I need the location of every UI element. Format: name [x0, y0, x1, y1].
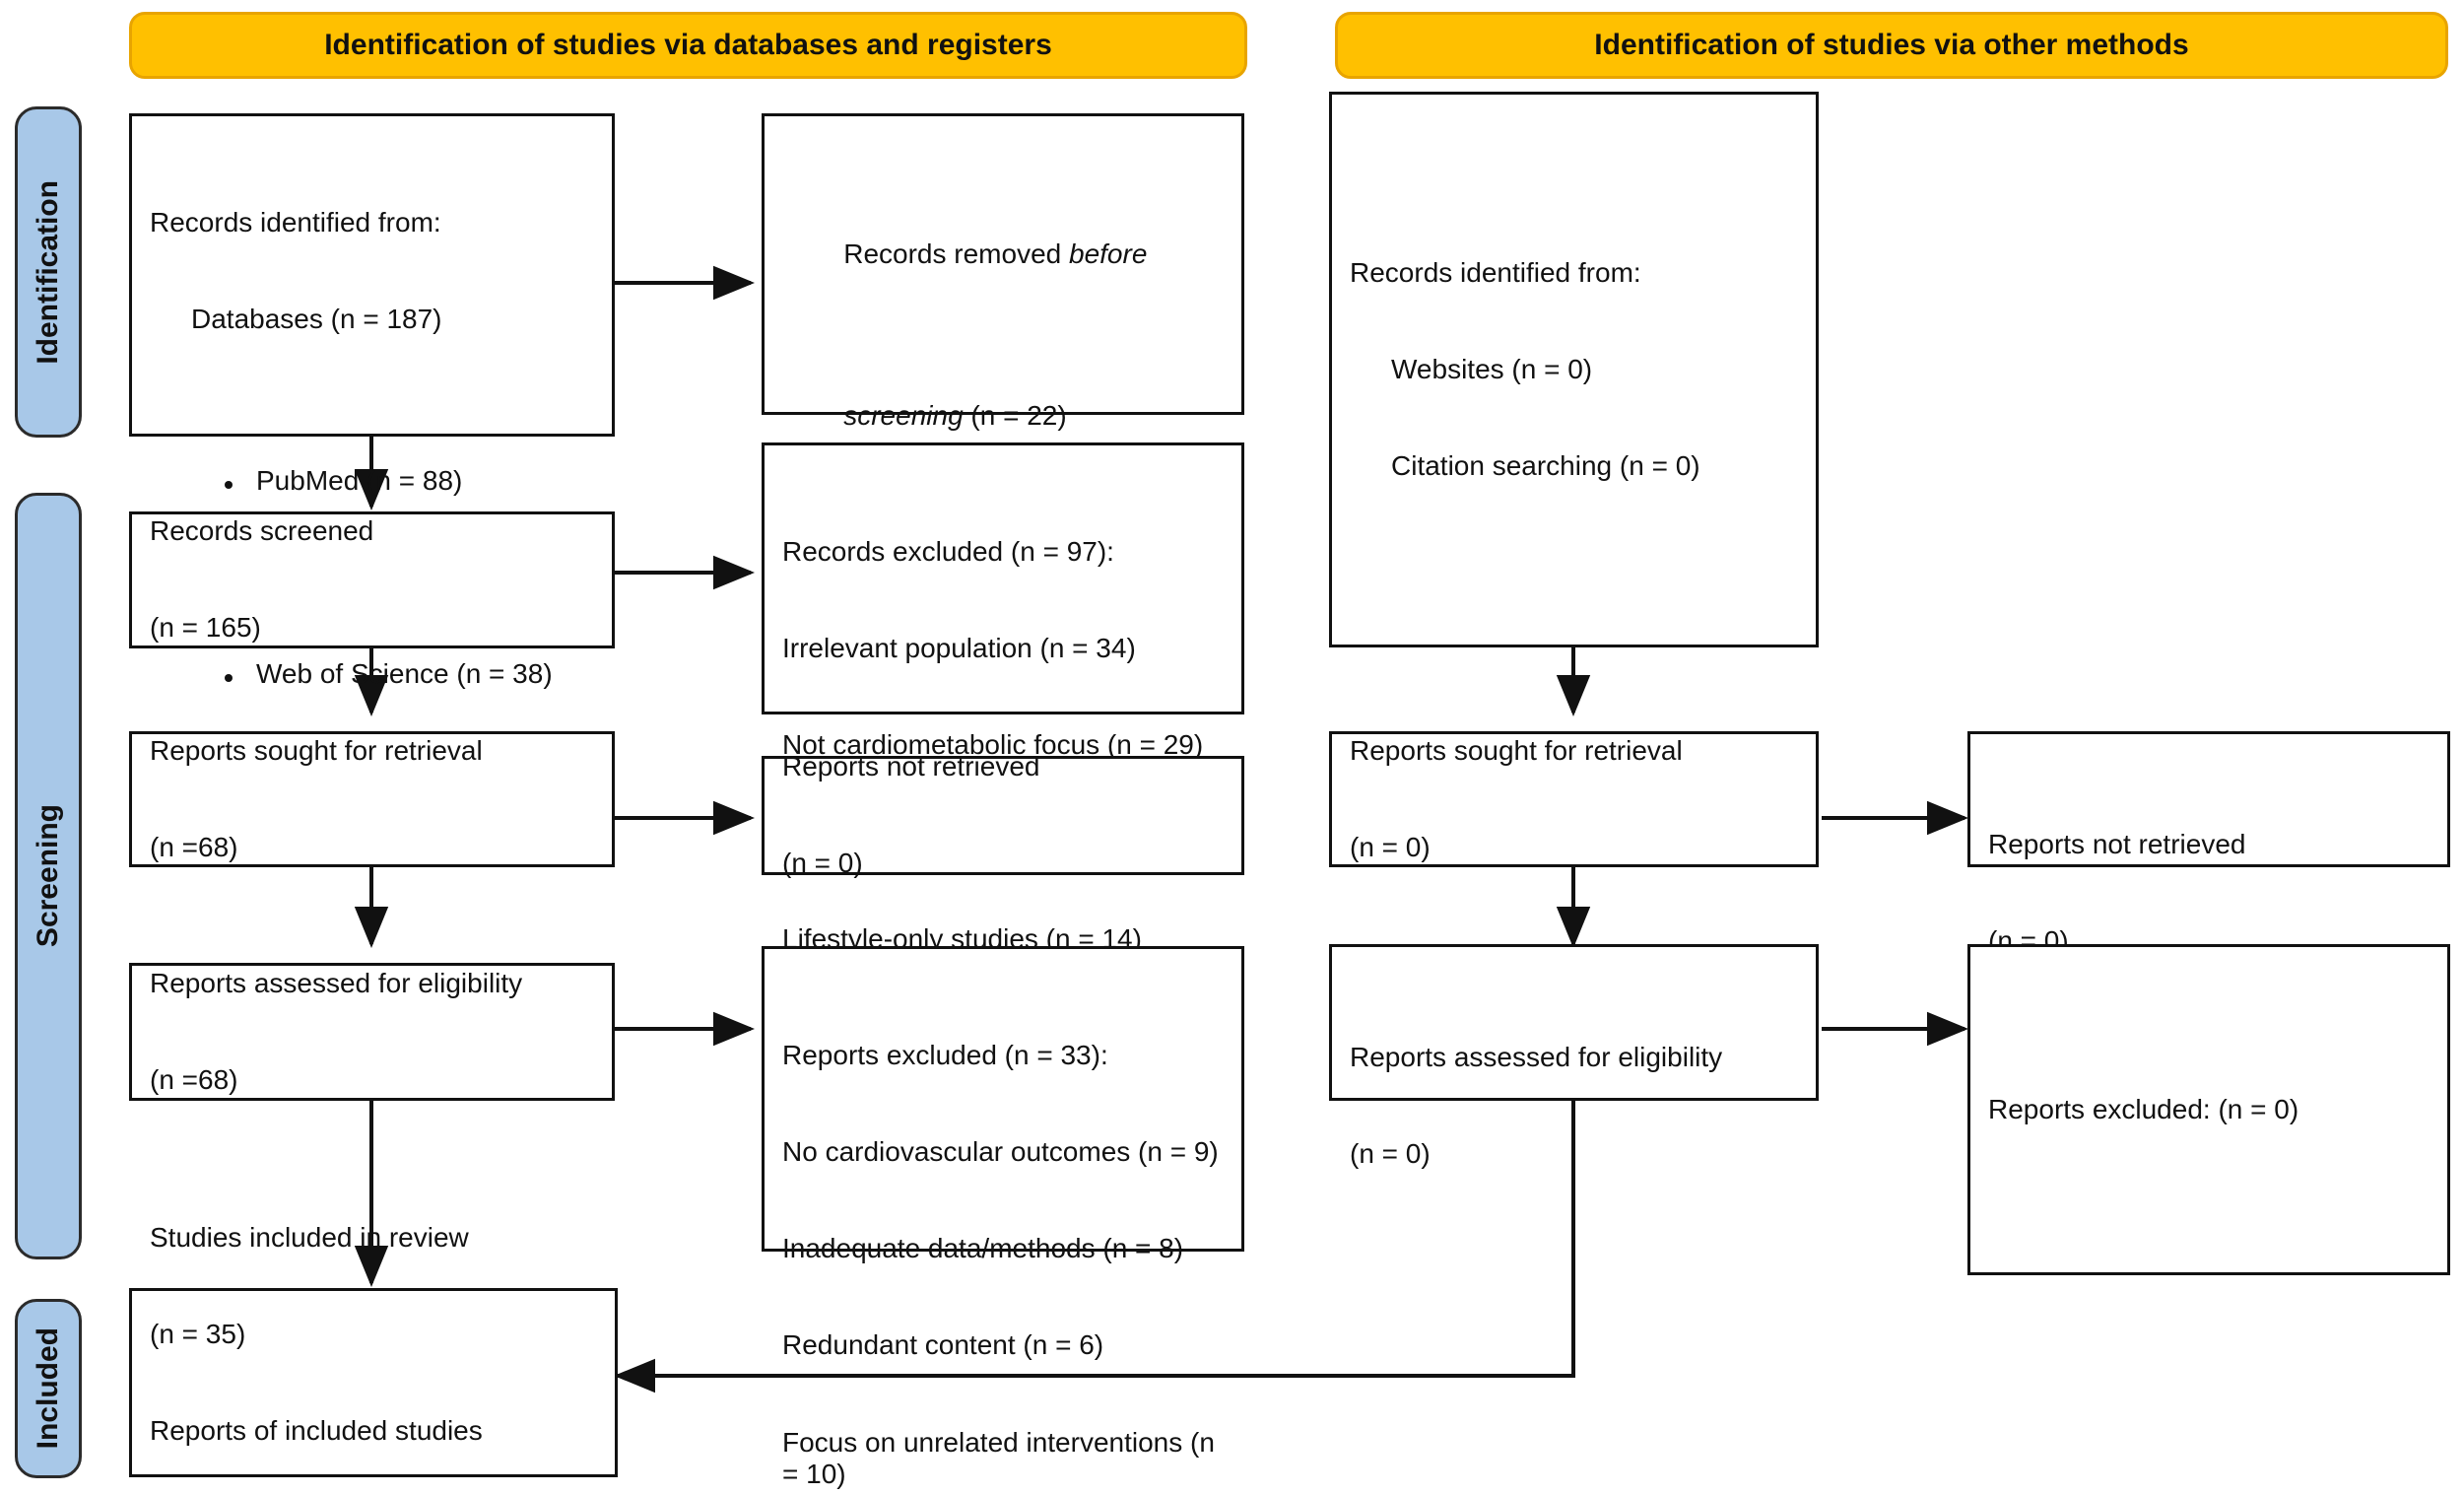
- reports-assessed-left-label: Reports assessed for eligibility: [150, 967, 523, 998]
- reports-excluded-left-heading: Reports excluded (n = 33):: [782, 1039, 1108, 1070]
- reports-assessed-right-label: Reports assessed for eligibility: [1350, 1041, 1723, 1072]
- records-removed-line2: screening (n = 22): [782, 368, 1232, 464]
- box-records-excluded-text: Records excluded (n = 97): Irrelevant po…: [782, 471, 1232, 1020]
- box-records-identified-other: Records identified from: Websites (n = 0…: [1329, 92, 1819, 647]
- list-item: No cardiovascular outcomes (n = 9): [782, 1135, 1219, 1167]
- box-studies-included: Studies included in review (n = 35) Repo…: [129, 1221, 618, 1477]
- box-reports-excluded-right-text: Reports excluded: (n = 0): [1988, 1029, 2437, 1190]
- reports-not-retrieved-left-count: (n = 0): [782, 848, 863, 879]
- reports-sought-right-count: (n = 0): [1350, 831, 1431, 862]
- list-item: Inadequate data/methods (n = 8): [782, 1233, 1184, 1263]
- box-reports-not-retrieved-left: Reports not retrieved (n = 0): [762, 751, 1244, 878]
- box-reports-assessed-left-text: Reports assessed for eligibility (n =68): [150, 903, 602, 1161]
- records-removed-prefix: Records removed: [843, 238, 1069, 270]
- reports-not-retrieved-left-label: Reports not retrieved: [782, 751, 1040, 781]
- phase-label-screening: Screening: [32, 804, 64, 948]
- list-item: Not cardiometabolic focus (n = 29): [782, 729, 1204, 760]
- list-item: Redundant content (n = 6): [782, 1329, 1104, 1361]
- reports-included-label: Reports of included studies: [150, 1414, 483, 1446]
- records-excluded-heading: Records excluded (n = 97):: [782, 535, 1114, 567]
- box-records-removed: Records removed before screening (n = 22…: [762, 113, 1244, 785]
- box-reports-assessed-right: Reports assessed for eligibility (n = 0): [1329, 944, 1819, 1169]
- box-reports-not-retrieved-left-text: Reports not retrieved (n = 0): [782, 687, 1232, 945]
- banner-databases-registers: Identification of studies via databases …: [129, 12, 1247, 79]
- box-reports-assessed-left: Reports assessed for eligibility (n =68): [129, 963, 615, 1101]
- records-screened-count: (n = 165): [150, 612, 261, 644]
- box-studies-included-text: Studies included in review (n = 35) Repo…: [150, 1157, 605, 1495]
- banner-databases-label: Identification of studies via databases …: [324, 29, 1052, 61]
- records-identified-heading: Records identified from:: [150, 206, 441, 238]
- box-reports-not-retrieved-right: Reports not retrieved (n = 0): [1967, 731, 2450, 956]
- box-records-identified-other-text: Records identified from: Websites (n = 0…: [1350, 192, 1806, 547]
- records-removed-italic-before: before: [1069, 238, 1148, 270]
- list-item: Citation searching (n = 0): [1391, 449, 1700, 481]
- box-reports-excluded-right: Reports excluded: (n = 0): [1967, 944, 2450, 1275]
- box-records-excluded: Records excluded (n = 97): Irrelevant po…: [762, 442, 1244, 954]
- phase-label-identification: Identification: [32, 179, 64, 365]
- studies-included-count: (n = 35): [150, 1318, 246, 1349]
- reports-sought-right-label: Reports sought for retrieval: [1350, 734, 1683, 766]
- box-records-identified: Records identified from: Databases (n = …: [129, 113, 615, 850]
- box-reports-sought-left-text: Reports sought for retrieval (n =68): [150, 670, 602, 928]
- phase-label-included: Included: [32, 1327, 64, 1450]
- studies-included-label: Studies included in review: [150, 1221, 469, 1253]
- box-reports-sought-right-text: Reports sought for retrieval (n = 0): [1350, 670, 1806, 928]
- box-reports-excluded-left-text: Reports excluded (n = 33): No cardiovasc…: [782, 975, 1232, 1495]
- box-records-screened: Records screened (n = 165): [129, 511, 615, 648]
- box-reports-excluded-left: Reports excluded (n = 33): No cardiovasc…: [762, 946, 1244, 1489]
- reports-assessed-left-count: (n =68): [150, 1063, 238, 1095]
- list-item: PubMed (n = 88): [150, 465, 602, 498]
- records-removed-italic-screening: screening: [843, 400, 964, 431]
- reports-excluded-right-label: Reports excluded: (n = 0): [1988, 1093, 2299, 1124]
- reports-not-retrieved-right-label: Reports not retrieved: [1988, 828, 2246, 859]
- records-removed-line1: Records removed before: [782, 207, 1232, 304]
- phase-bar-identification: Identification: [15, 106, 82, 438]
- box-reports-sought-right: Reports sought for retrieval (n = 0): [1329, 731, 1819, 867]
- records-identified-databases: Databases (n = 187): [191, 303, 442, 334]
- box-reports-assessed-right-text: Reports assessed for eligibility (n = 0): [1350, 977, 1806, 1235]
- records-screened-label: Records screened: [150, 515, 374, 546]
- box-reports-sought-left: Reports sought for retrieval (n =68): [129, 731, 615, 867]
- records-identified-other-heading: Records identified from:: [1350, 256, 1641, 288]
- phase-bar-screening: Screening: [15, 493, 82, 1259]
- reports-assessed-right-count: (n = 0): [1350, 1137, 1431, 1169]
- list-item: Focus on unrelated interventions (n = 10…: [782, 1426, 1223, 1490]
- banner-other-label: Identification of studies via other meth…: [1594, 29, 2189, 61]
- list-item: Web of Science (n = 38): [150, 658, 602, 691]
- box-records-screened-text: Records screened (n = 165): [150, 451, 602, 710]
- list-item: Irrelevant population (n = 34): [782, 632, 1136, 663]
- list-item: Websites (n = 0): [1391, 353, 1593, 384]
- phase-bar-included: Included: [15, 1299, 82, 1478]
- reports-sought-left-count: (n =68): [150, 831, 238, 862]
- records-removed-count: (n = 22): [963, 400, 1067, 431]
- reports-sought-left-label: Reports sought for retrieval: [150, 734, 483, 766]
- banner-other-methods: Identification of studies via other meth…: [1335, 12, 2448, 79]
